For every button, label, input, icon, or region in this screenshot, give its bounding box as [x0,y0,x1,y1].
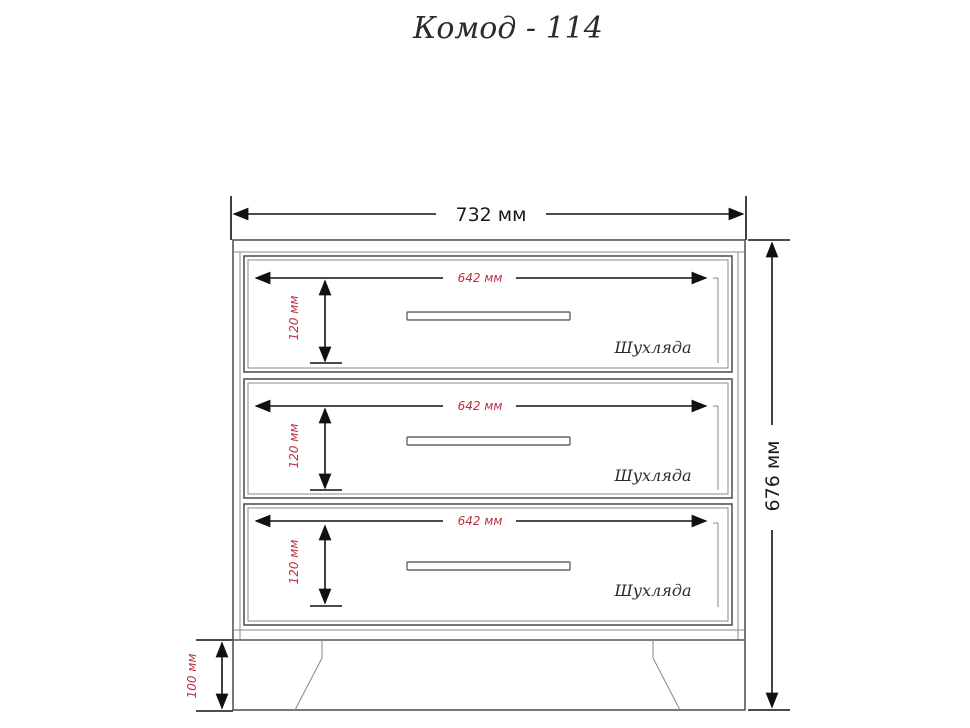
drawer-1-handle [406,311,571,321]
drawer-3: 642 мм 120 мм Шухляда [243,503,733,626]
drawer-1-label: Шухляда [613,338,691,357]
drawer-1: 642 мм 120 мм Шухляда [243,255,733,373]
drawer-2-label: Шухляда [613,466,691,485]
drawer-1-height-label: 120 мм [287,296,301,341]
total-width-label: 732 мм [456,204,527,226]
page-title: Комод - 114 [412,11,603,46]
total-height-dimension: 676 мм [748,239,790,711]
drawer-2-width-label: 642 мм [458,399,503,413]
leg-height-label: 100 мм [185,654,199,699]
drawer-2-height-label: 120 мм [287,424,301,469]
total-width-dimension: 732 мм [230,196,747,240]
total-height-label: 676 мм [762,441,784,512]
drawer-3-handle [406,561,571,571]
dresser-body [232,239,746,711]
leg-height-dimension: 100 мм [185,639,233,712]
drawer-3-width-label: 642 мм [458,514,503,528]
drawer-3-height-label: 120 мм [287,540,301,585]
drawer-3-label: Шухляда [613,581,691,600]
drawer-1-width-label: 642 мм [458,271,503,285]
drawer-2: 642 мм 120 мм Шухляда [243,378,733,499]
drawer-2-handle [406,436,571,446]
